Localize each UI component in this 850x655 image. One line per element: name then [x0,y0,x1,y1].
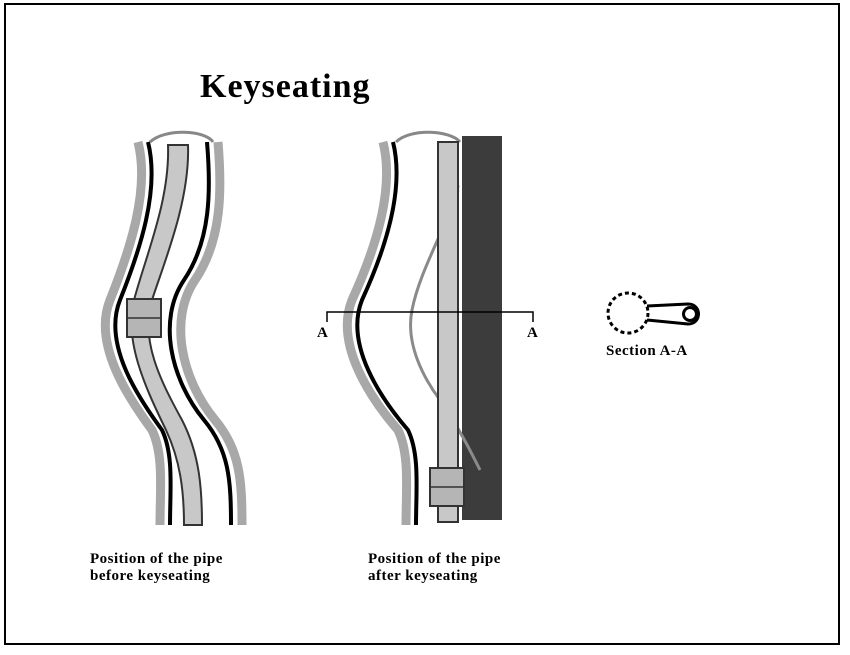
section-label-a-right: A [527,325,538,341]
section-pipe-circle [682,306,698,322]
caption-after-line2: after keyseating [368,568,478,584]
section-keyseat-groove [646,302,700,326]
left-borehole-left-wall-shadow [100,140,166,526]
caption-after-line1: Position of the pipe [368,551,501,567]
diagram-title: Keyseating [200,68,371,105]
left-borehole-left-wall [113,141,173,526]
right-borehole-left-wall [355,141,419,526]
right-borehole [326,130,534,526]
left-borehole-right-wall [167,141,233,526]
right-borehole-top-arc [394,130,462,144]
right-previous-pipe-path [409,189,482,471]
left-borehole-right-wall-shadow [176,141,247,526]
section-a-a-label: Section A-A [606,343,688,359]
left-borehole [100,130,247,526]
right-borehole-left-wall-shadow [342,140,412,526]
caption-before-line2: before keyseating [90,568,211,584]
left-borehole-top-arc [148,130,215,144]
section-line-a-a [326,311,534,322]
right-drill-pipe [437,141,459,523]
caption-before-keyseating: Position of the pipe before keyseating [90,551,330,585]
section-borehole-circle [606,291,650,335]
caption-before-line1: Position of the pipe [90,551,223,567]
section-label-a-left: A [317,325,328,341]
section-a-a-view [606,291,700,335]
diagram-frame [4,3,840,645]
keyseat-formation [462,136,502,520]
caption-after-keyseating: Position of the pipe after keyseating [368,551,608,585]
